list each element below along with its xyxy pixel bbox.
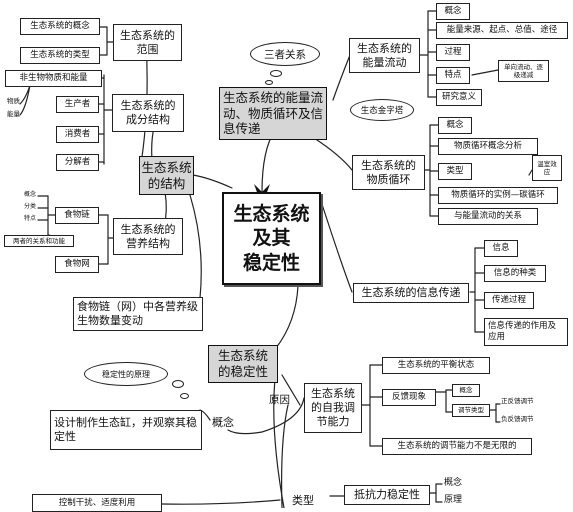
energy-feature-detail: 单向流动、逐级递减 bbox=[498, 60, 549, 82]
food-chain-category: 分类 bbox=[24, 203, 37, 210]
population-change: 食物链（网）中各营养级生物数量变动 bbox=[73, 297, 203, 331]
resistance-principle: 原理 bbox=[444, 495, 463, 505]
pyramid-cloud: 生态金字塔 bbox=[350, 99, 414, 121]
scope-topic: 生态系统的范围 bbox=[113, 24, 182, 61]
trophic-relation: 两者的关系和功能 bbox=[4, 235, 74, 247]
scope-concept: 生态系统的概念 bbox=[20, 18, 100, 35]
matter-concept: 概念 bbox=[438, 117, 472, 134]
ecosystem-experiment: 设计制作生态缸，并观察其稳定性 bbox=[50, 410, 202, 450]
greenhouse-effect: 温室效应 bbox=[532, 155, 562, 181]
central-topic-line1: 生态系统 bbox=[233, 203, 310, 226]
regulation-feedback: 反馈现象 bbox=[382, 389, 436, 406]
info-topic: 生态系统的信息传递 bbox=[353, 283, 469, 303]
trophic-food-chain: 食物链 bbox=[55, 207, 99, 224]
matter-type: 类型 bbox=[438, 163, 472, 180]
control-interference: 控制干扰、适度利用 bbox=[32, 494, 162, 512]
central-topic-line2: 及其 bbox=[252, 227, 291, 250]
stability-principle-cloud: 稳定性的原理 bbox=[84, 362, 168, 386]
info-process: 传递过程 bbox=[484, 292, 534, 309]
energy-process: 过程 bbox=[436, 44, 470, 61]
food-chain-concept: 概念 bbox=[24, 191, 37, 198]
scope-type: 生态系统的类型 bbox=[20, 47, 100, 64]
resistance-stability: 抵抗力稳定性 bbox=[344, 485, 430, 505]
feedback-concept: 概念 bbox=[452, 384, 480, 397]
matter-energy-relation: 与能量流动的关系 bbox=[438, 208, 538, 225]
cloud-dot-4 bbox=[180, 393, 189, 399]
energy-concept: 概念 bbox=[436, 3, 470, 20]
cloud-dot-1 bbox=[270, 70, 282, 77]
regulation-limit: 生态系统的调节能力不是无限的 bbox=[382, 438, 532, 455]
feedback-type: 调节类型 bbox=[452, 404, 490, 417]
components-producer: 生产者 bbox=[56, 96, 99, 113]
cause-label: 原因 bbox=[269, 394, 290, 406]
functions-topic: 生态系统的能量流动、物质循环及信息传递 bbox=[219, 87, 327, 140]
energy-source: 能量来源、起点、总值、途径 bbox=[436, 22, 568, 39]
central-topic-line3: 稳定性 bbox=[242, 251, 300, 274]
three-relations-cloud: 三者关系 bbox=[250, 42, 320, 66]
info-kinds: 信息的种类 bbox=[484, 265, 546, 282]
structure-topic: 生态系统的结构 bbox=[139, 156, 194, 195]
components-abiotic: 非生物物质和能量 bbox=[5, 70, 102, 87]
food-chain-feature: 特点 bbox=[24, 215, 37, 222]
components-consumer: 消费者 bbox=[56, 126, 99, 143]
stability-topic: 生态系统的稳定性 bbox=[208, 345, 278, 383]
cloud-dot-3 bbox=[172, 380, 184, 388]
components-matter-label: 物质 bbox=[7, 97, 20, 105]
positive-feedback: 正反馈调节 bbox=[501, 397, 534, 405]
components-topic: 生态系统的成分结构 bbox=[112, 94, 184, 132]
trophic-food-web: 食物网 bbox=[55, 256, 99, 273]
cloud-dot-2 bbox=[265, 80, 273, 85]
matter-analysis: 物质循环概念分析 bbox=[438, 138, 538, 155]
resistance-concept: 概念 bbox=[444, 478, 463, 488]
energy-topic: 生态系统的能量流动 bbox=[349, 38, 420, 73]
regulation-balance: 生态系统的平衡状态 bbox=[382, 357, 490, 374]
info-function: 信息传递的作用及应用 bbox=[484, 318, 568, 346]
components-energy-label: 能量 bbox=[7, 110, 20, 118]
info-information: 信息 bbox=[484, 240, 518, 257]
matter-topic: 生态系统的物质循环 bbox=[352, 155, 425, 190]
central-topic: 生态系统 及其 稳定性 bbox=[222, 192, 321, 285]
energy-feature: 特点 bbox=[436, 67, 470, 84]
components-decomposer: 分解者 bbox=[56, 154, 99, 171]
negative-feedback: 负反馈调节 bbox=[501, 415, 534, 423]
concept-label: 概念 bbox=[212, 416, 234, 429]
trophic-topic: 生态系统的营养结构 bbox=[113, 218, 183, 255]
energy-significance: 研究意义 bbox=[436, 89, 482, 106]
type-label: 类型 bbox=[292, 494, 314, 507]
regulation-topic: 生态系统的自我调节能力 bbox=[304, 383, 362, 433]
matter-carbon-cycle: 物质循环的实例—碳循环 bbox=[438, 187, 558, 204]
